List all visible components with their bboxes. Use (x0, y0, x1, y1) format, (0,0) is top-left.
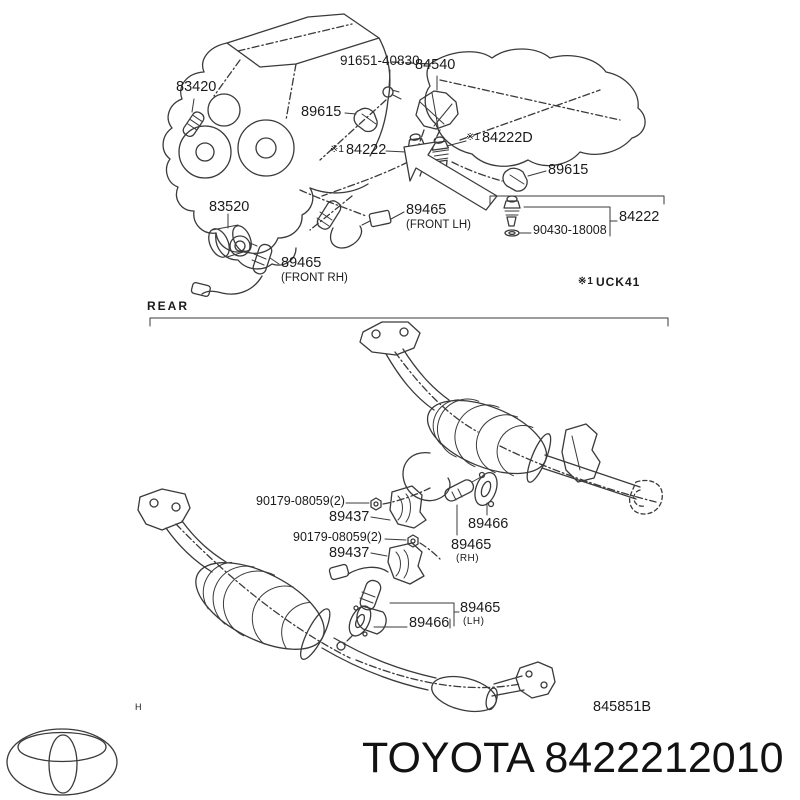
position-note: (LH) (463, 615, 485, 627)
oxygen-sensor-lh-glyph (328, 563, 460, 647)
sensor-89615-right-glyph (502, 167, 547, 192)
part-number: 89465 (281, 255, 322, 271)
ref-mark: ※1 (330, 144, 344, 155)
corner-mark: H (135, 702, 142, 712)
sensor-83420-glyph (182, 98, 205, 138)
label-84540: 84540 (415, 57, 456, 74)
part-number: 90430-18008 (533, 223, 607, 237)
label-90430-18008: 90430-18008 (533, 223, 607, 238)
page-title: TOYOTA 8422212010 (362, 734, 784, 782)
rear-pipe-lower-drawing (137, 488, 556, 713)
kit-84222-bracket (489, 195, 665, 237)
part-number: 91651-40830 (340, 53, 420, 68)
part-number: 89615 (301, 104, 342, 120)
part-number: 89437 (329, 509, 370, 525)
label-89437-upper: 89437 (329, 509, 370, 526)
leader-arrow (403, 141, 498, 211)
label-91651-40830: 91651-40830 (340, 53, 420, 69)
oxygen-sensor-front-lh-glyph (316, 200, 405, 249)
ref-mark: ※1 (578, 276, 594, 287)
sensor-89615-left-glyph (344, 107, 378, 133)
part-number: 83520 (209, 199, 250, 215)
rear-pipe-upper-drawing (359, 321, 663, 515)
label-89465-front-rh: 89465 (FRONT RH) (281, 255, 348, 284)
part-number: 90179-08059(2) (293, 530, 382, 544)
label-90179-lower: 90179-08059(2) (293, 530, 382, 545)
sender-83520-glyph (208, 213, 258, 258)
label-83420: 83420 (176, 79, 217, 96)
rear-section-label: REAR (147, 299, 190, 313)
part-number: 84540 (415, 57, 456, 73)
part-number: 83420 (176, 79, 217, 95)
label-89465-lh: 89465 (LH) (460, 600, 501, 627)
label-89465-rh: 89465 (RH) (451, 537, 492, 564)
nut-90179-lower-glyph (384, 534, 441, 560)
label-83520: 83520 (209, 199, 250, 216)
label-89615-left: 89615 (301, 104, 342, 121)
part-number: 89465 (451, 537, 492, 553)
ref-mark: ※1 (466, 132, 480, 143)
label-89615-right: 89615 (548, 162, 589, 179)
part-number: 89437 (329, 545, 370, 561)
label-84222-kit: 84222 (619, 209, 660, 226)
toyota-logo-icon (6, 728, 118, 796)
position-note: (FRONT LH) (406, 218, 471, 231)
position-note: (RH) (456, 552, 480, 564)
part-number: 89465 (460, 600, 501, 616)
label-90179-upper: 90179-08059(2) (256, 494, 345, 509)
position-note: (FRONT RH) (281, 271, 348, 284)
label-89466-rh: 89466 (468, 516, 509, 533)
shield-89437-upper-glyph (370, 485, 427, 529)
kit-sensor-glyph (503, 195, 532, 237)
part-number: 89465 (406, 202, 447, 218)
part-number: 89466 (468, 516, 509, 532)
oxygen-sensor-front-rh-glyph (190, 243, 280, 298)
part-number: 84222D (481, 130, 533, 146)
part-number: 84222 (345, 142, 387, 158)
part-number: 89615 (548, 162, 589, 178)
oxygen-sensor-rh-glyph (402, 452, 498, 536)
label-89465-front-lh: 89465 (FRONT LH) (406, 202, 471, 231)
shield-89437-lower-glyph (370, 542, 425, 585)
part-number: 90179-08059(2) (256, 494, 345, 508)
part-number: 84222 (619, 209, 660, 225)
engine-drawing (162, 13, 391, 270)
part-number: 89466 (409, 615, 450, 631)
figure-code: 845851B (593, 699, 652, 715)
model-code: UCK41 (595, 275, 641, 289)
label-89466-lh: 89466 (409, 615, 450, 632)
rear-section-bracket (149, 317, 669, 327)
label-89437-lower: 89437 (329, 545, 370, 562)
bolt-91651-glyph (382, 69, 402, 100)
